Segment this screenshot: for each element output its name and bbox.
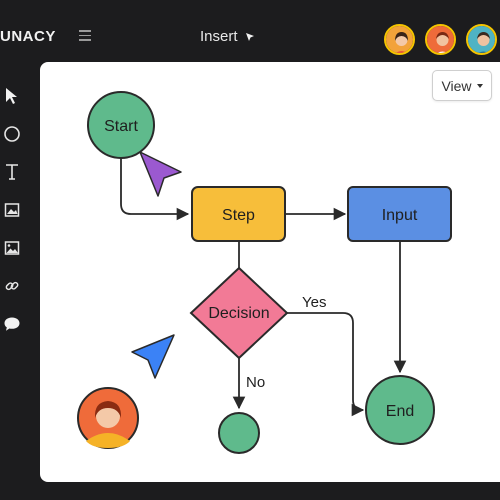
node-input[interactable] [347, 186, 452, 242]
node-decision[interactable] [189, 266, 289, 360]
insert-label: Insert [200, 28, 238, 45]
edge-label-yes: Yes [302, 294, 326, 311]
top-bar: UNACY Insert [0, 0, 500, 62]
image-icon [4, 203, 20, 217]
pointer-tool[interactable] [2, 86, 22, 106]
ellipse-tool[interactable] [2, 124, 22, 144]
image-tool[interactable] [2, 200, 22, 220]
comment-bubble-icon [4, 317, 20, 331]
node-decision-label: Decision [208, 305, 269, 322]
node-end[interactable] [365, 375, 435, 445]
insert-menu[interactable]: Insert [200, 28, 256, 45]
view-dropdown[interactable]: View [432, 70, 492, 101]
node-start-label: Start [104, 118, 138, 135]
text-t-icon [6, 164, 18, 180]
view-label: View [441, 77, 472, 94]
left-toolbar [0, 62, 36, 482]
cursor-arrow-icon [6, 88, 17, 104]
link-icon [5, 281, 19, 291]
node-end-label: End [386, 403, 414, 420]
node-terminal[interactable] [218, 412, 260, 454]
collaborator-cursor-blue [131, 334, 175, 379]
comment-tool[interactable] [2, 314, 22, 334]
gallery-tool[interactable] [2, 238, 22, 258]
node-start[interactable] [87, 91, 155, 159]
circle-icon [4, 126, 20, 142]
avatar-user-1[interactable] [384, 24, 415, 55]
cursor-arrow-icon [245, 32, 254, 41]
app-brand: UNACY [0, 28, 56, 45]
node-input-label: Input [382, 207, 418, 224]
chevron-down-icon [476, 83, 483, 88]
node-step[interactable] [191, 186, 286, 242]
avatar-user-2[interactable] [425, 24, 456, 55]
menu-icon[interactable] [79, 30, 91, 42]
gallery-icon [4, 241, 20, 255]
avatar-user-3[interactable] [466, 24, 497, 55]
edge-label-no: No [246, 374, 265, 391]
edge-start-step [120, 158, 190, 221]
node-step-label: Step [222, 207, 255, 224]
collaborator-cursor-purple [139, 151, 182, 197]
edge-decision-end-yes [287, 312, 365, 417]
collaborator-avatar[interactable] [77, 387, 139, 449]
text-tool[interactable] [2, 162, 22, 182]
link-tool[interactable] [2, 276, 22, 296]
